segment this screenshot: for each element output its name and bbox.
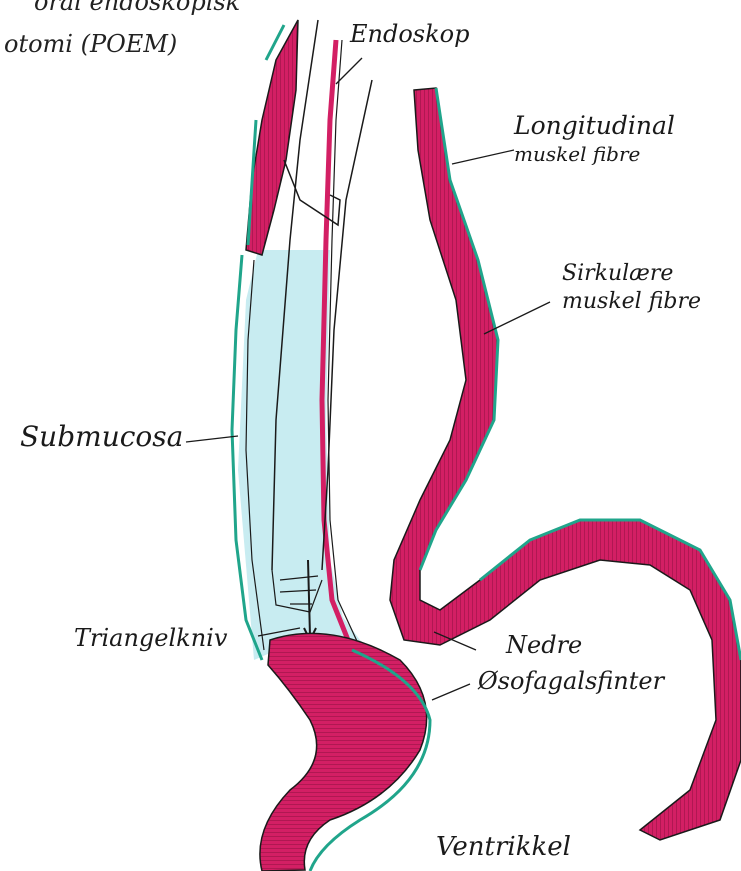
label-sirkulaere-line-1: Sirkulære	[562, 260, 701, 288]
label-longitudinal: Longitudinal muskel fibre	[514, 112, 675, 168]
label-longitudinal-line-2: muskel fibre	[514, 140, 675, 168]
label-longitudinal-line-1: Longitudinal	[514, 112, 675, 140]
label-endoskop: Endoskop	[350, 20, 469, 48]
title-line-2: otomi (POEM)	[4, 30, 177, 58]
label-submucosa: Submucosa	[20, 420, 183, 453]
right-esophagus-muscle	[390, 88, 741, 840]
leader-submucosa	[186, 436, 238, 442]
label-nedre-line-2: Øsofagalsfinter	[478, 663, 664, 699]
label-nedre-sphincter: Nedre Øsofagalsfinter	[478, 627, 664, 699]
label-sirkulaere-line-2: muskel fibre	[562, 288, 701, 316]
title-line-1: oral endoskopisk	[34, 0, 240, 16]
label-nedre-line-1: Nedre	[478, 627, 664, 663]
label-ventrikkel: Ventrikkel	[436, 832, 571, 862]
label-sirkulaere: Sirkulære muskel fibre	[562, 260, 701, 316]
label-triangelkniv: Triangelkniv	[74, 624, 227, 652]
lower-sphincter-muscle	[260, 633, 427, 871]
leader-longitudinal	[452, 150, 514, 164]
